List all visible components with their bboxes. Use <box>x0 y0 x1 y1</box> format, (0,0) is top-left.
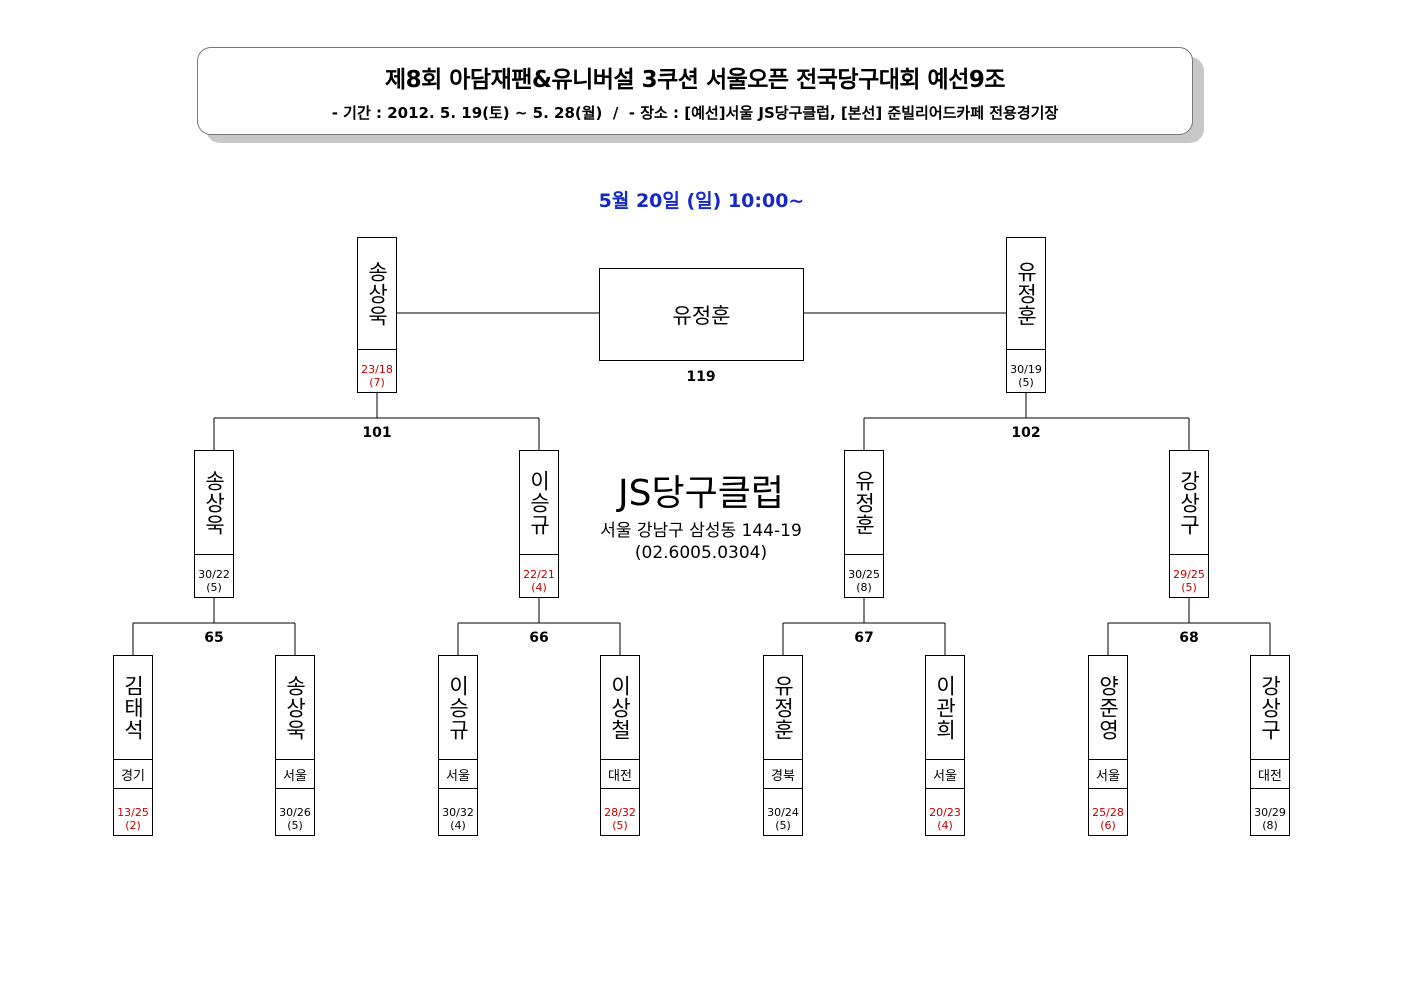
player-name: 유정훈 <box>852 469 876 536</box>
player-score: 30/32 (4) <box>442 806 474 832</box>
player-score: 23/18 (7) <box>361 363 393 389</box>
player-name: 송상욱 <box>283 674 307 741</box>
round1-player-5: 유정훈 경북 30/24 (5) <box>763 655 803 836</box>
round1-player-1: 김태석 경기 13/25 (2) <box>113 655 153 836</box>
player-name: 이승규 <box>527 469 551 536</box>
player-region: 서울 <box>1089 760 1127 789</box>
round1-player-7: 양준영 서울 25/28 (6) <box>1088 655 1128 836</box>
player-name: 양준영 <box>1096 674 1120 741</box>
player-name: 송상욱 <box>202 469 226 536</box>
player-name: 강상구 <box>1177 469 1201 536</box>
semifinal-player-right: 유정훈 30/19 (5) <box>1006 237 1046 393</box>
match-number-119: 119 <box>686 369 716 385</box>
player-name: 유정훈 <box>771 674 795 741</box>
match-number-68: 68 <box>1179 630 1199 646</box>
player-score: 22/21 (4) <box>523 568 555 594</box>
tournament-header: 제8회 아담재팬&유니버설 3쿠션 서울오픈 전국당구대회 예선9조 - 기간 … <box>197 47 1193 135</box>
match-number-65: 65 <box>204 630 224 646</box>
player-score: 30/22 (5) <box>198 568 230 594</box>
player-name: 유정훈 <box>1014 260 1038 327</box>
match-number-102: 102 <box>1011 425 1041 441</box>
round1-player-2: 송상욱 서울 30/26 (5) <box>275 655 315 836</box>
venue-info: JS당구클럽 서울 강남구 삼성동 144-19 (02.6005.0304) <box>551 470 851 564</box>
player-score: 30/25 (8) <box>848 568 880 594</box>
player-region: 서울 <box>926 760 964 789</box>
match-number-101: 101 <box>362 425 392 441</box>
player-score: 13/25 (2) <box>117 806 149 832</box>
player-region: 서울 <box>439 760 477 789</box>
player-region: 대전 <box>1251 760 1289 789</box>
player-name: 이상철 <box>608 674 632 741</box>
match-number-66: 66 <box>529 630 549 646</box>
player-region: 대전 <box>601 760 639 789</box>
player-name: 강상구 <box>1258 674 1282 741</box>
player-score: 30/19 (5) <box>1010 363 1042 389</box>
final-winner-name: 유정훈 <box>672 303 731 328</box>
tournament-title: 제8회 아담재팬&유니버설 3쿠션 서울오픈 전국당구대회 예선9조 <box>384 67 1006 93</box>
player-score: 30/24 (5) <box>767 806 799 832</box>
player-name: 이관희 <box>933 674 957 741</box>
match-number-67: 67 <box>854 630 874 646</box>
tournament-period-location: - 기간 : 2012. 5. 19(토) ~ 5. 28(월) / - 장소 … <box>331 104 1059 122</box>
round1-player-8: 강상구 대전 30/29 (8) <box>1250 655 1290 836</box>
player-name: 김태석 <box>121 674 145 741</box>
player-score: 30/29 (8) <box>1254 806 1286 832</box>
round2-player-2: 이승규 22/21 (4) <box>519 450 559 598</box>
player-score: 29/25 (5) <box>1173 568 1205 594</box>
round1-player-4: 이상철 대전 28/32 (5) <box>600 655 640 836</box>
player-region: 서울 <box>276 760 314 789</box>
player-score: 25/28 (6) <box>1092 806 1124 832</box>
round2-player-4: 강상구 29/25 (5) <box>1169 450 1209 598</box>
final-winner-box: 유정훈 <box>599 268 804 361</box>
venue-phone: (02.6005.0304) <box>634 543 768 563</box>
player-name: 이승규 <box>446 674 470 741</box>
player-score: 20/23 (4) <box>929 806 961 832</box>
semifinal-player-left: 송상욱 23/18 (7) <box>357 237 397 393</box>
round2-player-3: 유정훈 30/25 (8) <box>844 450 884 598</box>
match-date-time: 5월 20일 (일) 10:00~ <box>598 190 805 212</box>
player-score: 28/32 (5) <box>604 806 636 832</box>
player-name: 송상욱 <box>365 260 389 327</box>
round1-player-3: 이승규 서울 30/32 (4) <box>438 655 478 836</box>
round2-player-1: 송상욱 30/22 (5) <box>194 450 234 598</box>
round1-player-6: 이관희 서울 20/23 (4) <box>925 655 965 836</box>
player-score: 30/26 (5) <box>279 806 311 832</box>
venue-address: 서울 강남구 삼성동 144-19 <box>600 521 802 541</box>
player-region: 경기 <box>114 760 152 789</box>
venue-name: JS당구클럽 <box>618 473 784 514</box>
player-region: 경북 <box>764 760 802 789</box>
